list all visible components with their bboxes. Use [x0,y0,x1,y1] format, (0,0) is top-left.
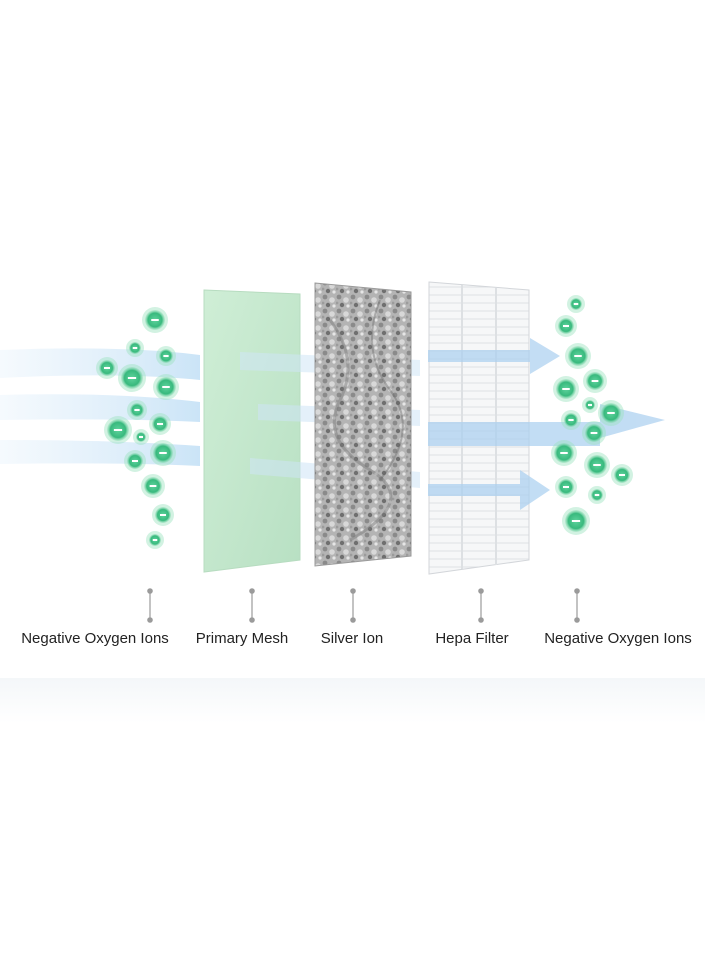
negative-ion-icon [561,410,581,430]
ions-right-cluster [551,295,633,535]
negative-ion-icon [146,531,164,549]
label-connectors [147,588,580,623]
negative-ion-icon [583,369,607,393]
primary-mesh-panel [203,289,301,573]
negative-ion-icon [582,421,606,445]
negative-ion-icon [588,486,606,504]
negative-ion-icon [149,413,171,435]
negative-ion-icon [551,440,577,466]
negative-ion-icon [567,295,585,313]
negative-ion-icon [96,357,118,379]
airflow-streams [0,348,200,466]
label-silver-ion: Silver Ion [320,630,384,647]
negative-ion-icon [555,476,577,498]
label-negative-oxygen-ions-left: Negative Oxygen Ions [21,630,169,647]
negative-ion-icon [127,400,147,420]
ions-left-cluster [96,307,179,549]
negative-ion-icon [611,464,633,486]
negative-ion-icon [124,450,146,472]
silver-ion-panel [314,282,412,567]
negative-ion-icon [598,400,624,426]
negative-ion-icon [104,416,132,444]
negative-ion-icon [156,346,176,366]
label-primary-mesh: Primary Mesh [195,630,289,647]
negative-ion-icon [555,315,577,337]
negative-ion-icon [562,507,590,535]
negative-ion-icon [584,452,610,478]
negative-ion-icon [133,429,149,445]
negative-ion-icon [150,440,176,466]
negative-ion-icon [152,504,174,526]
label-hepa-filter: Hepa Filter [435,630,509,647]
negative-ion-icon [141,474,165,498]
negative-ion-icon [118,364,146,392]
floor-reflection [0,678,705,723]
negative-ion-icon [142,307,168,333]
negative-ion-icon [126,339,144,357]
negative-ion-icon [553,376,579,402]
negative-ion-icon [565,343,591,369]
label-negative-oxygen-ions-right: Negative Oxygen Ions [544,630,692,647]
negative-ion-icon [153,374,179,400]
negative-ion-icon [582,397,598,413]
